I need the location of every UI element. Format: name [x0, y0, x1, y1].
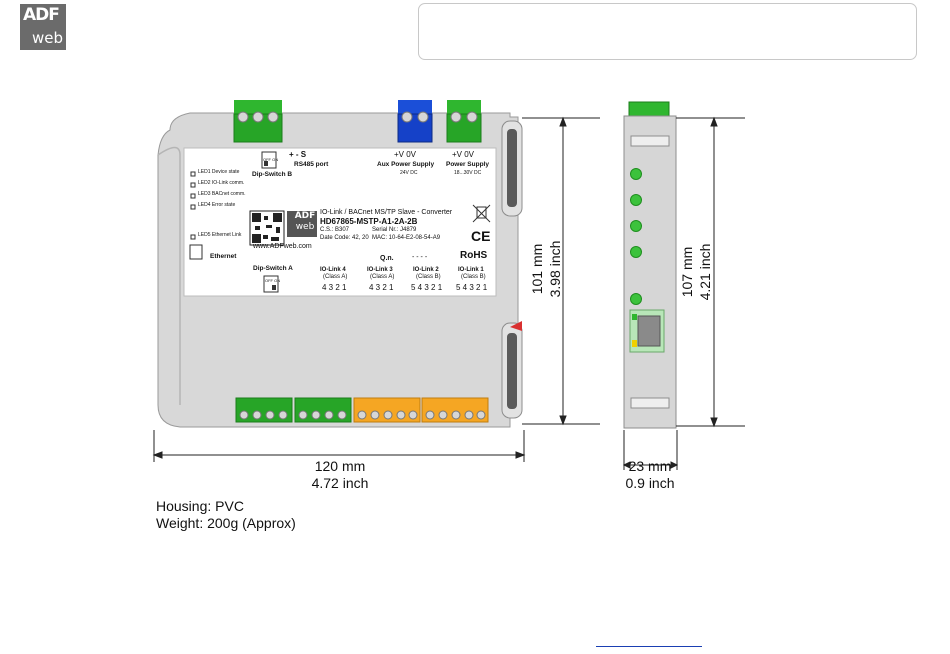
dip-a-off-on: OFF ON — [265, 278, 281, 283]
io-link-2-pins: 5 4 3 2 1 — [411, 283, 443, 292]
io-link-2-class: (Class B) — [416, 274, 441, 280]
weee-bin-icon — [472, 204, 491, 223]
label-logo-icon — [287, 211, 317, 237]
ethernet-label: Ethernet — [210, 253, 237, 260]
dip-b-off-on: OFF ON — [263, 157, 279, 162]
io-link-4-terminal — [235, 397, 293, 423]
io-link-2-label: IO-Link 2 — [413, 267, 439, 273]
io-link-2-terminal — [353, 397, 421, 423]
aux-voltage: 24V DC — [400, 170, 418, 176]
width-inch: 4.72 inch — [311, 475, 369, 491]
label-logo-text: ADF — [294, 211, 316, 221]
front-view-drawing — [157, 100, 523, 428]
date-code: Date Code: 42, 20 — [320, 235, 369, 241]
led-4-icon — [630, 246, 642, 258]
label-logo-text-web: web — [295, 222, 315, 232]
power-voltage: 18...30V DC — [454, 170, 482, 176]
dip-switch-b-label: Dip-Switch B — [252, 171, 293, 178]
qr-code-icon — [249, 210, 285, 246]
housing-spec: Housing: PVC — [156, 498, 244, 514]
io-link-3-terminal — [294, 397, 352, 423]
aux-pins: +V 0V — [394, 150, 417, 159]
power-terminal — [446, 100, 482, 143]
aux-label: Aux Power Supply — [377, 161, 435, 168]
led-5-label: LED5 Ethernet Link — [198, 232, 242, 238]
height-inch: 3.98 inch — [547, 240, 563, 298]
io-link-1-terminal — [421, 397, 489, 423]
aux-power-terminal — [397, 100, 433, 143]
mac-address: MAC: 10-64-E2-08-54-A9 — [372, 235, 441, 241]
io-link-3-pins: 4 3 2 1 — [369, 283, 394, 292]
led-1-label: LED1 Device state — [198, 169, 240, 175]
product-label-area — [183, 147, 497, 297]
cs-code: C.S.: B307 — [320, 227, 350, 233]
io-link-4-pins: 4 3 2 1 — [322, 283, 347, 292]
serial-number: Serial Nr.: J4879 — [372, 227, 417, 233]
weight-spec: Weight: 200g (Approx) — [156, 515, 296, 531]
depth-inch: 0.9 inch — [625, 475, 675, 491]
header-box — [418, 3, 917, 60]
io-link-1-label: IO-Link 1 — [458, 267, 484, 273]
led-1-icon — [630, 168, 642, 180]
led-4-label: LED4 Error state — [198, 202, 236, 208]
ethernet-port-icon — [189, 244, 203, 260]
logo-top-text: ADF — [23, 5, 60, 25]
rs485-terminal — [233, 100, 283, 143]
website: www.ADFweb.com — [253, 243, 312, 250]
io-link-3-class: (Class A) — [370, 274, 395, 280]
footer-link-underline[interactable] — [596, 646, 702, 647]
adfweb-logo: ADF web — [20, 4, 66, 50]
rj45-port-icon — [629, 309, 665, 353]
rs485-pins: + - S — [289, 150, 307, 159]
model-number: HD67865-MSTP-A1-2A-2B — [320, 217, 418, 226]
width-mm: 120 mm — [314, 458, 366, 474]
led-3-icon — [630, 220, 642, 232]
power-label: Power Supply — [446, 161, 489, 168]
power-pins: +V 0V — [452, 150, 475, 159]
product-line: IO-Link / BACnet MS/TP Slave - Converter — [320, 209, 453, 216]
led-5-icon — [630, 293, 642, 305]
side-housing — [623, 115, 677, 429]
io-link-1-pins: 5 4 3 2 1 — [456, 283, 488, 292]
side-view-drawing — [623, 101, 677, 429]
red-latch-icon — [510, 321, 522, 331]
side-height-mm: 107 mm — [679, 246, 695, 298]
dip-switch-a-label: Dip-Switch A — [253, 265, 293, 272]
qn-label: Q.n. — [380, 255, 394, 262]
ce-mark: CE — [471, 228, 491, 244]
io-link-3-label: IO-Link 3 — [367, 267, 393, 273]
io-link-4-class: (Class A) — [323, 274, 348, 280]
depth-mm: 23 mm — [628, 458, 672, 474]
rs485-label: RS485 port — [294, 161, 329, 168]
side-height-inch: 4.21 inch — [697, 243, 713, 301]
io-link-4-label: IO-Link 4 — [320, 267, 346, 273]
led-2-icon — [630, 194, 642, 206]
qn-dashes: - - - - — [412, 254, 428, 261]
rohs-mark: RoHS — [460, 250, 488, 261]
led-2-label: LED2 IO-Link comm. — [198, 180, 245, 186]
io-link-1-class: (Class B) — [461, 274, 486, 280]
height-mm: 101 mm — [529, 243, 545, 295]
logo-bottom-text: web — [31, 29, 63, 47]
led-3-label: LED3 BACnet comm. — [198, 191, 246, 197]
